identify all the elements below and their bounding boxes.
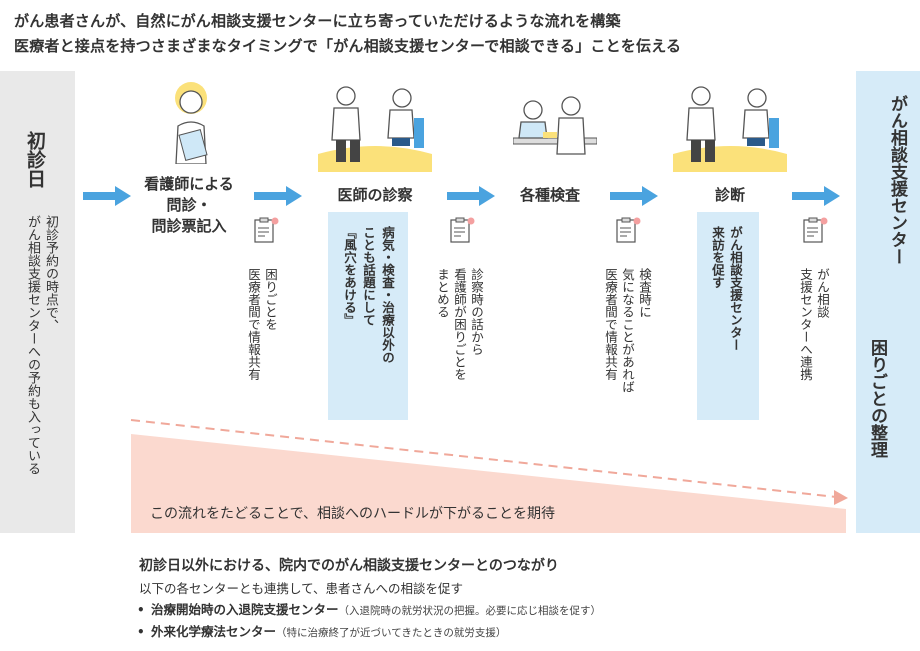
memo-icon [254,217,279,243]
flow-arrow-icon [610,186,658,206]
doctor-patient-illustration-icon [318,86,432,172]
doctor-note-3: 『風穴をあける』 [342,226,357,326]
memo-icon [450,217,475,243]
header-line-1: がん患者さんが、自然にがん相談支援センターに立ち寄っていただけるような流れを構築 [14,12,621,30]
first-visit-note-1: 初診予約の時点で、 [43,215,58,332]
flow-arrow-icon [83,186,131,206]
diagnosis-note-1: がん相談支援センター [728,226,743,351]
bullet-detail: （特に治療終了が近づいてきたときの就労支援） [276,627,507,639]
consultation-center-panel: がん相談支援センター 困りごとの整理 [856,71,920,533]
tests-note-2: 気になることがあれば [620,268,635,393]
step-nurse-label: 看護師による 問診・ 問診票記入 [134,174,244,237]
flow-arrow-icon [254,186,302,206]
referral-note-1: がん相談 [815,268,830,318]
doctor-note-1: 病気・検査・治療以外の [380,226,395,364]
step-nurse-line-2: 問診・ [166,196,212,214]
diagnosis-note-box [697,212,759,420]
bottom-subtitle: 以下の各センターとも連携して、患者さんへの相談を促す [139,581,464,596]
diagnosis-note-2: 来訪を促す [710,226,725,289]
bullet-name: 治療開始時の入退院支援センター [151,602,339,617]
summary-note-1: 診察時の話から [469,268,484,356]
doctor-note-box [328,212,408,420]
first-visit-note-2: がん相談支援センターへの予約も入っている [25,215,40,475]
wedge-arrowhead [834,490,848,505]
doctor-note-2: ことも話題にして [361,226,376,326]
step-tests-label: 各種検査 [519,186,580,204]
referral-note-2: 支援センターへ連携 [798,268,813,381]
step-nurse-line-1: 看護師による [144,175,234,193]
bottom-title: 初診日以外における、院内でのがん相談支援センターとのつながり [139,558,559,574]
wedge-caption: この流れをたどることで、相談へのハードルが下がることを期待 [150,506,556,522]
bullet-name: 外来化学療法センター [151,624,277,639]
first-visit-panel: 初診日 初診予約の時点で、 がん相談支援センターへの予約も入っている [0,71,75,533]
first-visit-title: 初診日 [24,131,46,188]
summary-note-2: 看護師が困りごとを [452,268,467,381]
center-subtitle: 困りごとの整理 [867,339,887,458]
bullet-dot-icon: • [137,625,145,639]
doctor-diagnosis-illustration-icon [673,86,787,172]
bullet-item: • 治療開始時の入退院支援センター（入退院時の就労状況の把握。必要に応じ相談を促す… [137,599,601,618]
tests-note-1: 検査時に [637,268,652,318]
bullet-detail: （入退院時の就労状況の把握。必要に応じ相談を促す） [338,605,602,617]
flow-arrow-icon [447,186,495,206]
nurse-note-2: 医療者間で情報共有 [246,268,261,381]
bullet-item: • 外来化学療法センター（特に治療終了が近づいてきたときの就労支援） [137,621,506,640]
nurse-illustration-icon [175,82,208,164]
step-diagnosis-label: 診断 [714,186,745,204]
header-line-2: 医療者と接点を持つさまざまなタイミングで「がん相談支援センターで相談できる」こと… [14,37,682,55]
step-nurse-line-3: 問診票記入 [151,217,227,235]
flow-arrow-icon [792,186,840,206]
step-doctor-label: 医師の診察 [337,186,413,204]
summary-note-3: まとめる [435,268,450,318]
wedge-dashed-line [130,419,837,498]
memo-icon [803,217,828,243]
tests-note-3: 医療者間で情報共有 [603,268,618,381]
bullet-dot-icon: • [137,603,145,617]
center-title: がん相談支援センター [887,95,907,265]
nurse-note-1: 困りごとを [263,268,278,331]
examination-illustration-icon [513,96,597,155]
memo-icon [616,217,641,243]
